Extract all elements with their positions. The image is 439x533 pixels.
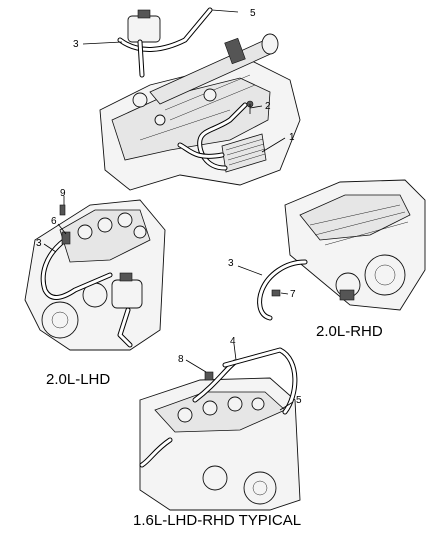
caption-lhd: 2.0L-LHD <box>46 371 110 388</box>
callout-3: 3 <box>73 39 79 50</box>
callout-7: 7 <box>290 289 296 300</box>
callout-9: 9 <box>60 188 66 199</box>
typical-engine-view <box>139 347 301 511</box>
callout-1: 1 <box>289 132 295 143</box>
caption-rhd: 2.0L-RHD <box>316 323 383 340</box>
callout-4: 4 <box>230 336 236 347</box>
caption-typical: 1.6L-LHD-RHD TYPICAL <box>133 512 301 529</box>
callout-6: 6 <box>51 216 57 227</box>
top-assembly-view <box>99 7 301 191</box>
rhd-engine-view <box>257 179 426 321</box>
callout-3: 3 <box>228 258 234 269</box>
callout-3: 3 <box>36 238 42 249</box>
callout-2: 2 <box>265 101 271 112</box>
callout-5: 5 <box>250 8 256 19</box>
callout-5: 5 <box>296 395 302 406</box>
callout-8: 8 <box>178 354 184 365</box>
callout-labels: 1 2 3 5 9 6 3 3 7 4 8 5 <box>36 8 302 406</box>
leader-lines <box>43 9 294 411</box>
lhd-engine-view <box>24 199 166 351</box>
